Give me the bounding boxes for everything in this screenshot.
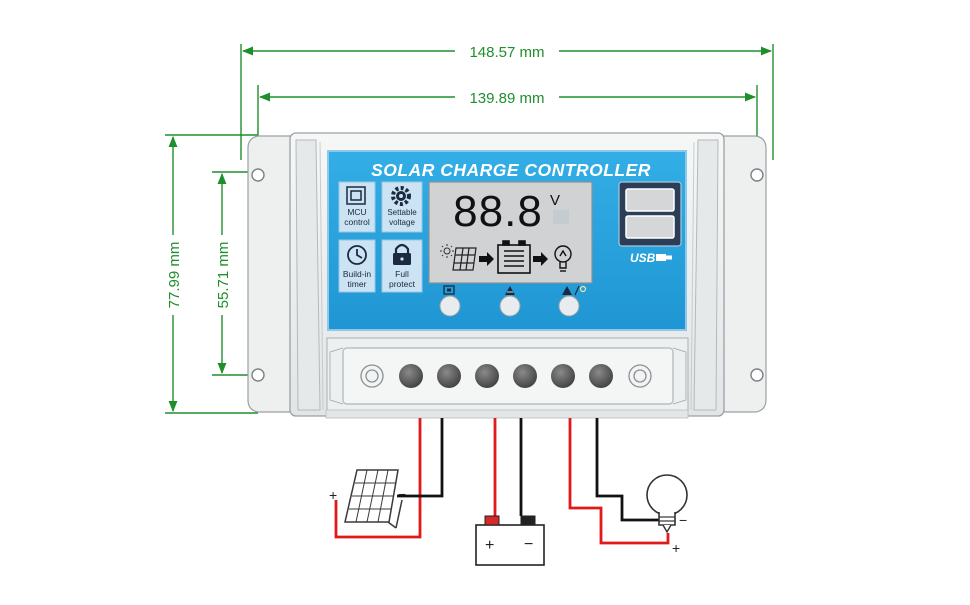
terminal-block (360, 364, 652, 388)
mounting-hole (750, 368, 764, 382)
menu-icon (443, 285, 455, 295)
solar-negative-wire (397, 418, 444, 498)
lock-icon (393, 243, 411, 265)
lcd-unit: V (550, 192, 560, 209)
arrow-right-icon (479, 252, 494, 266)
feature-mcu-label-2: control (344, 217, 370, 227)
arrow-right-icon (533, 252, 548, 266)
bulb-lcd-icon (554, 245, 572, 272)
feature-mcu-label-1: MCU (347, 207, 366, 217)
load-minus-sign: − (679, 512, 687, 528)
terminal-screw (589, 364, 613, 388)
lcd-digits: 88.8 (453, 187, 543, 236)
panel-title: SOLAR CHARGE CONTROLLER (371, 160, 651, 180)
sun-icon (440, 244, 454, 258)
feature-full-protect: Full protect (381, 239, 423, 293)
feature-voltage-label-2: voltage (389, 218, 415, 227)
overall-height-label: 77.99 mm (166, 242, 183, 309)
feature-timer-label-1: Build-in (343, 269, 372, 279)
terminal-cover-screw (360, 364, 384, 388)
feature-voltage-label-1: Settable (387, 208, 417, 217)
solar-minus-sign: − (398, 486, 406, 502)
load-plus-sign: + (672, 540, 680, 556)
up-load-icon (562, 285, 587, 296)
button-labels (443, 285, 587, 296)
feature-build-in-timer: Build-in timer (338, 239, 376, 293)
battery-plus-sign: + (485, 537, 494, 554)
load-negative-wire (595, 418, 672, 522)
terminal-screw (513, 364, 537, 388)
solar-panel-lcd-icon (452, 247, 477, 271)
lcd-display: 88.8 V (428, 181, 593, 284)
light-bulb-icon: − + (646, 474, 688, 556)
up-arrow-icon (505, 286, 515, 295)
solar-panel-icon: + − (329, 469, 406, 529)
mounting-hole (750, 168, 764, 182)
feature-protect-label-1: Full (395, 269, 409, 279)
hole-width-label: 139.89 mm (469, 90, 544, 107)
solar-plus-sign: + (329, 487, 337, 503)
feature-protect-label-2: protect (389, 279, 416, 289)
usb-plug-icon (656, 254, 672, 261)
terminal-screw (551, 364, 575, 388)
dimension-labels: 148.57 mm 139.89 mm 77.99 mm 55.71 mm (164, 42, 559, 315)
up-button[interactable] (499, 295, 521, 317)
menu-button[interactable] (439, 295, 461, 317)
load-positive-wire (568, 418, 670, 545)
solar-positive-wire (334, 418, 422, 539)
feature-settable-voltage: Settable voltage (381, 181, 423, 233)
up-load-button[interactable] (558, 295, 580, 317)
hole-height-label: 55.71 mm (215, 242, 232, 309)
usb-port[interactable] (625, 215, 675, 239)
chip-icon (346, 186, 366, 205)
usb-module: USB (618, 181, 682, 265)
battery-lcd-icon (497, 240, 531, 274)
usb-label: USB (630, 251, 656, 265)
battery-minus-sign: − (524, 536, 533, 553)
feature-timer-label-2: timer (348, 279, 367, 289)
clock-icon (347, 245, 367, 265)
overall-width-label: 148.57 mm (469, 44, 544, 61)
terminal-screw (437, 364, 461, 388)
terminal-screw (475, 364, 499, 388)
terminal-cover-screw (628, 364, 652, 388)
battery-icon: + − (475, 515, 545, 566)
feature-mcu-control: MCU control (338, 181, 376, 233)
usb-port[interactable] (625, 188, 675, 212)
mounting-hole (251, 368, 265, 382)
terminal-screw (399, 364, 423, 388)
mounting-hole (251, 168, 265, 182)
wiring (334, 418, 672, 545)
gear-icon (391, 186, 411, 206)
